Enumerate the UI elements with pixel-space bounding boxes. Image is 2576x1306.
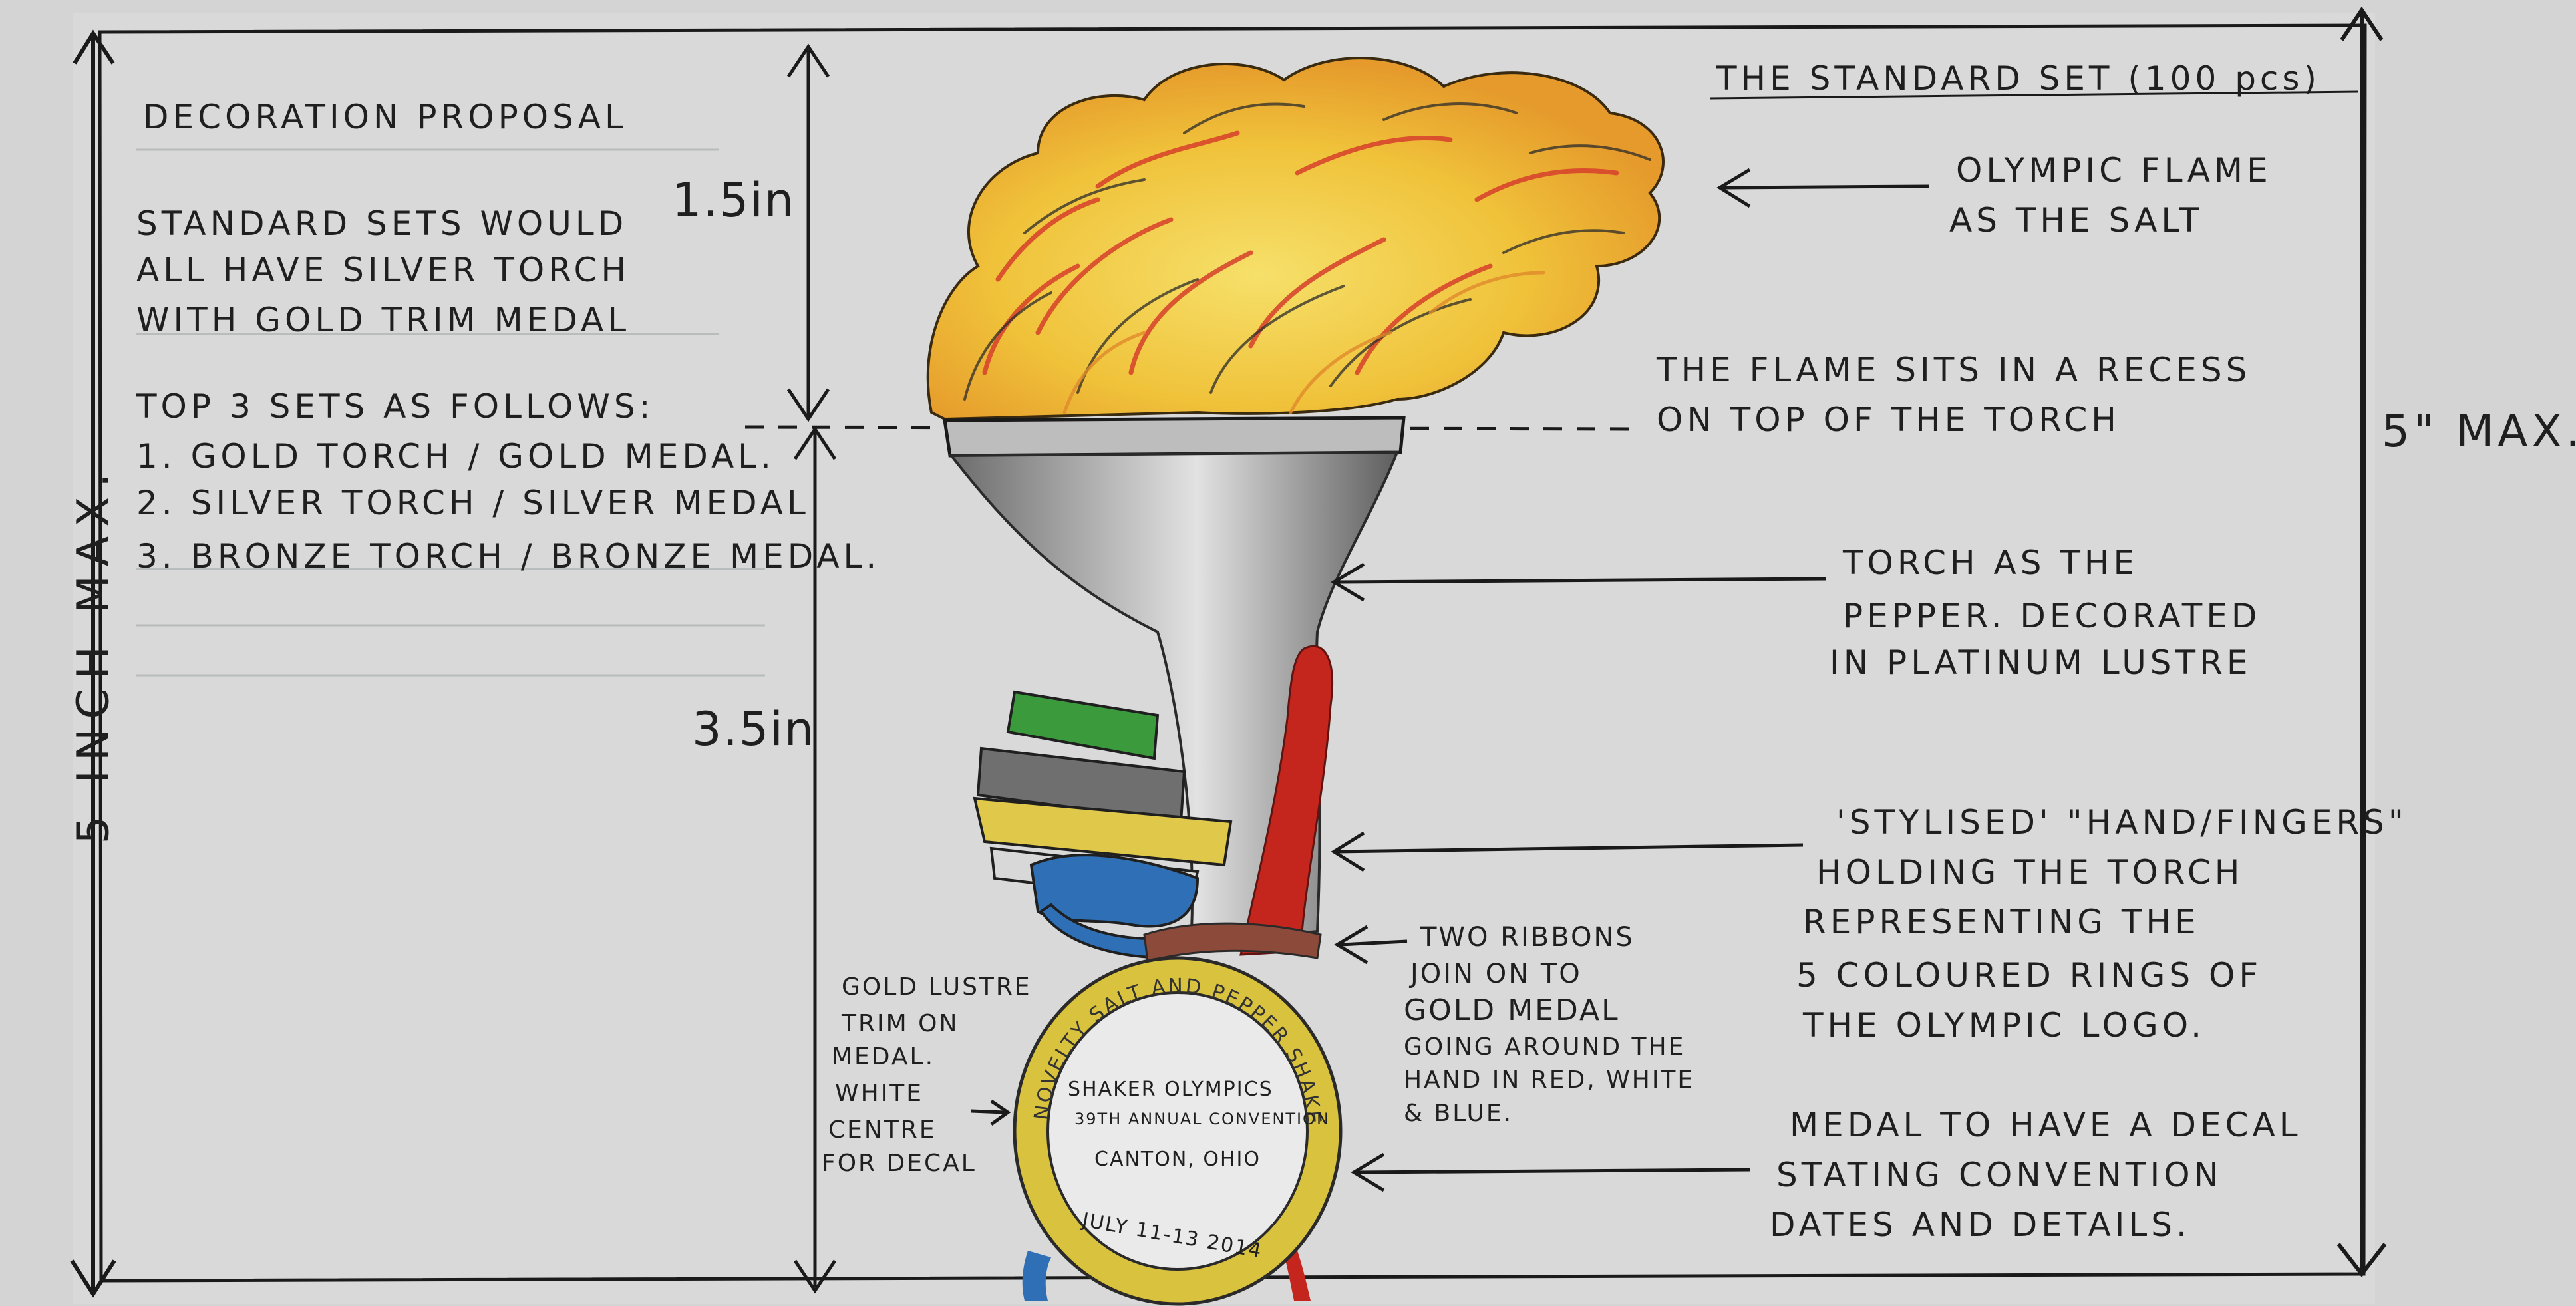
trim-note-line-5: CENTRE [828, 1114, 937, 1146]
trim-note-line-3: MEDAL. [832, 1041, 935, 1073]
medal-line-1: SHAKER OLYMPICS [1068, 1078, 1273, 1101]
torch-note-line-3: IN PLATINUM LUSTRE [1830, 639, 2251, 687]
hand-note-line-5: THE OLYMPIC LOGO. [1803, 1001, 2205, 1049]
recess-note-line-2: ON TOP OF THE TORCH [1657, 396, 2120, 444]
torch-rim [945, 418, 1404, 456]
decal-note-line-3: DATES AND DETAILS. [1770, 1201, 2191, 1249]
side-dimension-label: 5 INCH MAX. [68, 498, 119, 844]
ribbons-note-line-6: & BLUE. [1404, 1098, 1513, 1130]
top-set-item-2: 2. SILVER TORCH / SILVER MEDAL [136, 479, 810, 527]
hand-note-line-3: REPRESENTING THE [1803, 898, 2200, 946]
top-sets-heading: TOP 3 SETS AS FOLLOWS: [136, 383, 654, 430]
ribbons-note-line-5: HAND IN RED, WHITE [1404, 1064, 1694, 1096]
notes-title: DECORATION PROPOSAL [143, 93, 627, 141]
medal-line-3: CANTON, OHIO [1094, 1148, 1261, 1171]
ribbons-note-line-1: TWO RIBBONS [1420, 921, 1635, 953]
flame-height-label: 1.5in [672, 173, 795, 228]
hand-note-line-4: 5 COLOURED RINGS OF [1796, 951, 2262, 999]
standard-note-line-3: WITH GOLD TRIM MEDAL [136, 296, 630, 344]
flame-note-line-2: AS THE SALT [1949, 196, 2203, 244]
hand-note-line-2: HOLDING THE TORCH [1816, 848, 2243, 896]
ribbons-note-line-2: JOIN ON TO [1410, 958, 1582, 990]
decal-note-line-1: MEDAL TO HAVE A DECAL [1790, 1101, 2302, 1149]
standard-note-line-1: STANDARD SETS WOULD [136, 200, 627, 247]
medal [1015, 958, 1341, 1304]
torch-height-label: 3.5in [692, 702, 815, 756]
trim-note-line-1: GOLD LUSTRE [842, 971, 1032, 1003]
ribbons-note-line-3: GOLD MEDAL [1404, 995, 1620, 1027]
right-dimension-label: 5" MAX. [2382, 406, 2576, 457]
trim-note-line-6: FOR DECAL [822, 1148, 977, 1180]
hand-note-line-1: 'STYLISED' "HAND/FINGERS" [1836, 798, 2408, 846]
torch-note-line-2: PEPPER. DECORATED [1843, 592, 2261, 640]
top-set-item-1: 1. GOLD TORCH / GOLD MEDAL. [136, 432, 775, 480]
flame-note-line-1: OLYMPIC FLAME [1956, 146, 2272, 194]
recess-note-line-1: THE FLAME SITS IN A RECESS [1657, 346, 2251, 394]
medal-line-2: 39TH ANNUAL CONVENTION [1074, 1110, 1330, 1128]
standard-set-heading: THE STANDARD SET (100 pcs) [1716, 55, 2321, 102]
trim-note-line-2: TRIM ON [842, 1008, 959, 1040]
decal-note-line-2: STATING CONVENTION [1776, 1151, 2223, 1199]
top-set-item-3: 3. BRONZE TORCH / BRONZE MEDAL. [136, 532, 880, 580]
ribbons-note-line-4: GOING AROUND THE [1404, 1031, 1685, 1063]
trim-note-line-4: WHITE [835, 1078, 923, 1110]
torch-note-line-1: TORCH AS THE [1843, 539, 2138, 587]
standard-note-line-2: ALL HAVE SILVER TORCH [136, 246, 630, 294]
